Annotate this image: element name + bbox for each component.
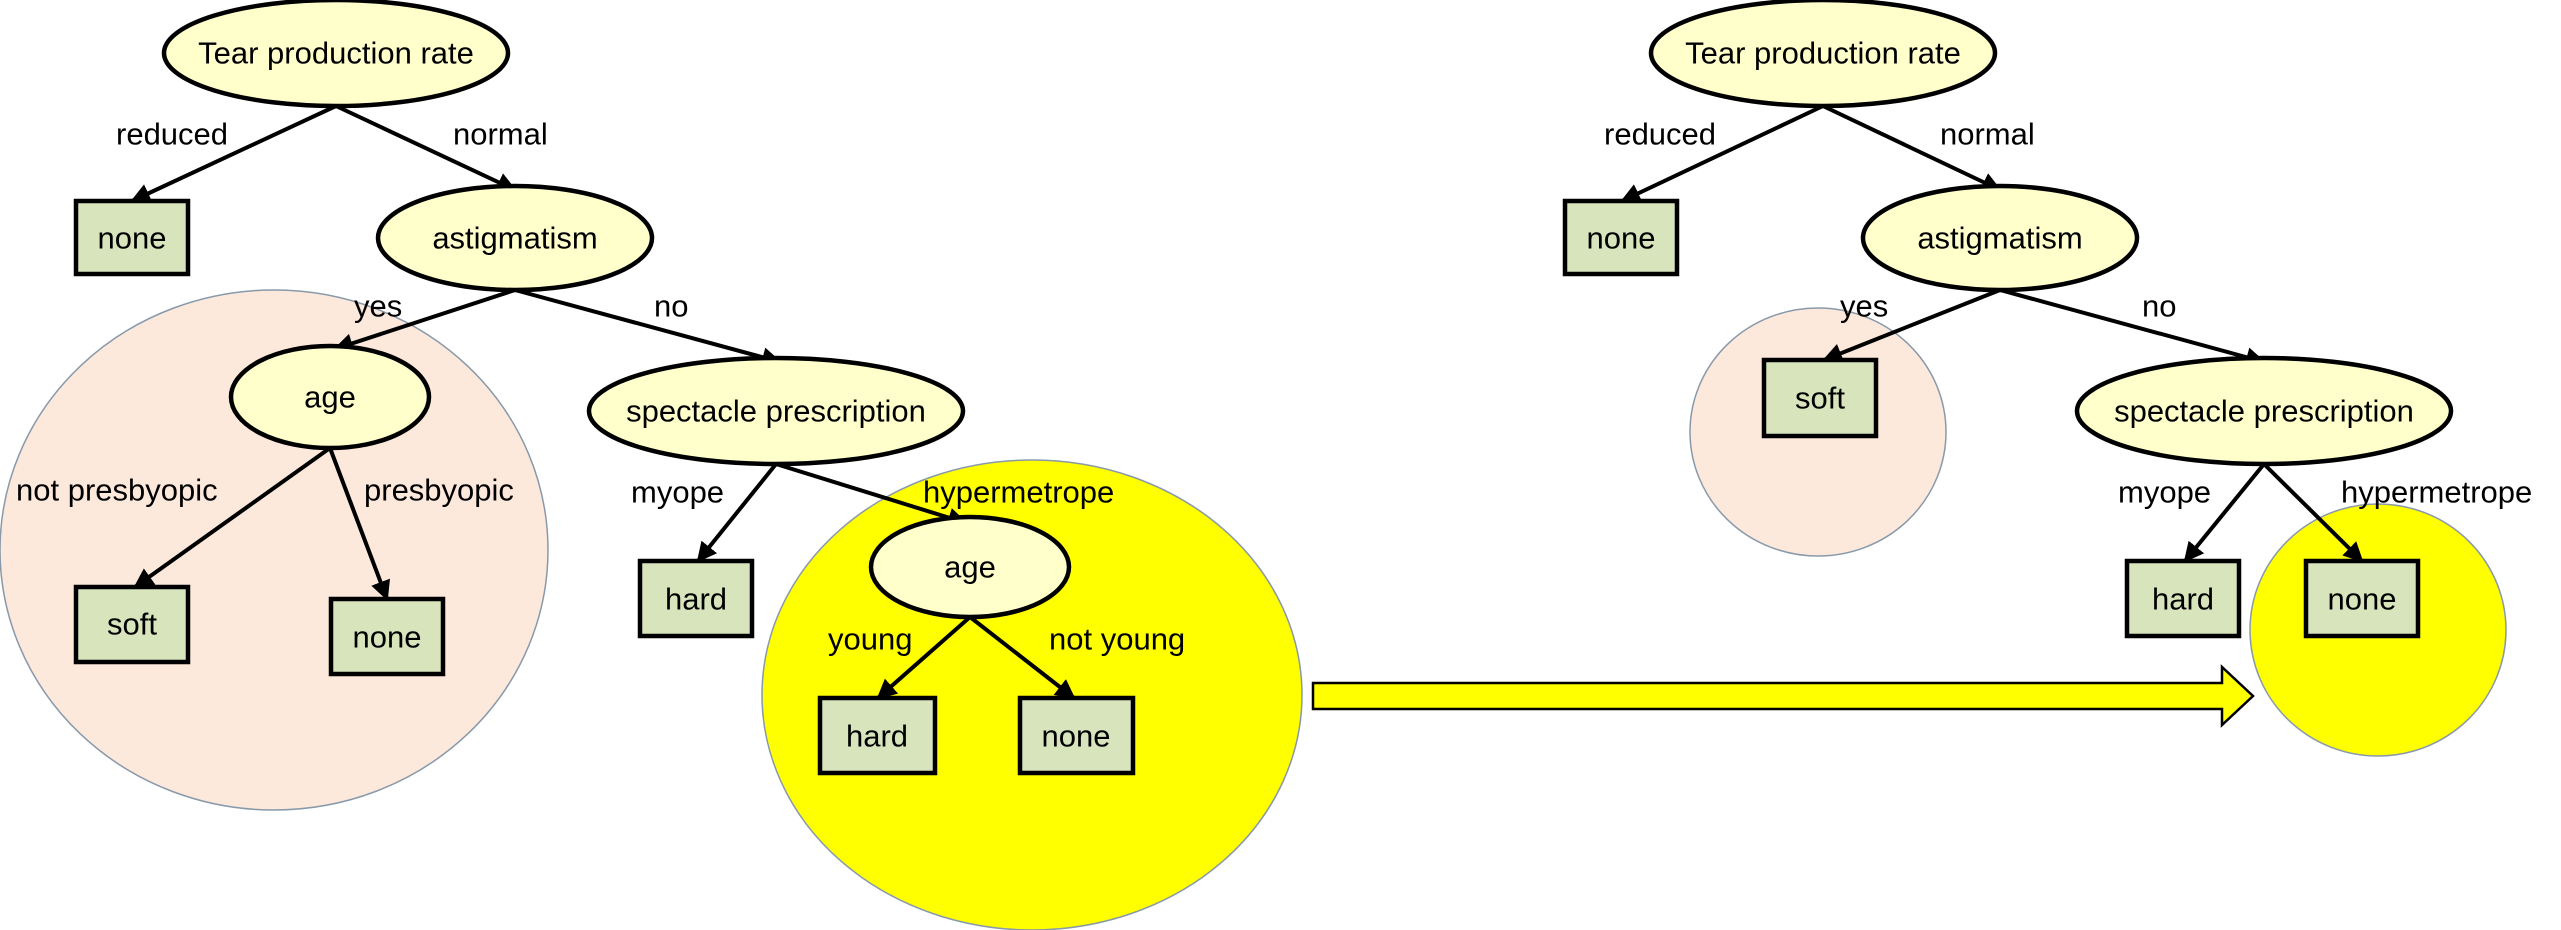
- edge-root-normal: [335, 104, 517, 192]
- right-root-node: [1648, 0, 1998, 109]
- right-astigmatism-node: [1860, 183, 2140, 293]
- right-astigmatism-label: astigmatism: [1917, 221, 2082, 256]
- edge-astig-yes: [333, 288, 516, 353]
- right-spectacle-node: [2074, 355, 2454, 467]
- edge-r-astig-yes: [1822, 288, 2001, 363]
- edge-root-reduced: [130, 104, 337, 203]
- edge-r-root-reduced: [1620, 104, 1824, 203]
- edge-r-root-normal: [1822, 104, 2002, 192]
- left-age-label: age: [304, 380, 356, 415]
- right-myope-leaf: [2124, 558, 2242, 639]
- left-reduced-edge-label: reduced: [116, 117, 228, 152]
- left-yes-edge-label: yes: [354, 289, 402, 324]
- left-not-presbyopic-edge-label: not presbyopic: [16, 473, 218, 508]
- right-tree-nodes: Tear production rate none astigmatism so…: [1562, 0, 2454, 639]
- left-normal-edge-label: normal: [453, 117, 548, 152]
- right-hypermetrope-leaf-label: none: [2328, 582, 2397, 617]
- edge-astig-no: [514, 288, 782, 367]
- right-hypermetrope-edge-label: hypermetrope: [2341, 475, 2532, 510]
- left-age-node: [228, 343, 432, 451]
- edge-spec-myope: [696, 462, 778, 563]
- left-myope-edge-label: myope: [631, 475, 724, 510]
- edge-age-presbyopic: [328, 447, 390, 601]
- right-soft-leaf-label: soft: [1795, 381, 1845, 416]
- left-myope-leaf: [637, 558, 755, 639]
- right-yes-edge-label: yes: [1840, 289, 1888, 324]
- left-presbyopic-edge-label: presbyopic: [364, 473, 514, 508]
- right-soft-leaf: [1761, 357, 1879, 439]
- right-myope-leaf-label: hard: [2152, 582, 2214, 617]
- right-tree-edge-labels: reduced normal yes no myope hypermetrope: [1604, 117, 2532, 510]
- edge-age2-young: [876, 615, 972, 700]
- right-tree-edges: [1620, 104, 2364, 563]
- left-age2-node: [868, 514, 1072, 620]
- left-presbyopic-leaf: [328, 596, 446, 677]
- right-normal-edge-label: normal: [1940, 117, 2035, 152]
- left-not-young-leaf: [1017, 695, 1136, 776]
- left-tree-edge-labels: reduced normal yes no not presbyopic pre…: [16, 117, 1185, 657]
- left-reduced-leaf: [73, 198, 191, 277]
- edge-age2-not-young: [968, 615, 1076, 700]
- right-spectacle-label: spectacle prescription: [2114, 394, 2414, 429]
- left-root-node: [161, 0, 511, 109]
- left-young-leaf-label: hard: [846, 719, 908, 754]
- left-spectacle-label: spectacle prescription: [626, 394, 926, 429]
- left-tree-edges: [130, 104, 1076, 700]
- transform-arrow: [1311, 664, 2255, 728]
- right-reduced-edge-label: reduced: [1604, 117, 1716, 152]
- left-spectacle-node: [586, 355, 966, 467]
- right-root-label: Tear production rate: [1685, 36, 1961, 71]
- left-hypermetrope-edge-label: hypermetrope: [923, 475, 1114, 510]
- left-young-edge-label: young: [828, 622, 912, 657]
- left-soft-leaf-label: soft: [107, 607, 157, 642]
- left-myope-leaf-label: hard: [665, 582, 727, 617]
- right-hypermetrope-leaf: [2303, 558, 2421, 639]
- left-presbyopic-leaf-label: none: [353, 620, 422, 655]
- right-no-edge-label: no: [2142, 289, 2176, 324]
- edge-spec-hypermetrope: [775, 462, 968, 528]
- left-root-label: Tear production rate: [198, 36, 474, 71]
- edge-r-astig-no: [1999, 288, 2266, 367]
- right-reduced-leaf: [1562, 198, 1680, 277]
- left-reduced-leaf-label: none: [98, 221, 167, 256]
- left-age2-label: age: [944, 550, 996, 585]
- left-no-edge-label: no: [654, 289, 688, 324]
- right-myope-edge-label: myope: [2118, 475, 2211, 510]
- left-young-leaf: [817, 695, 938, 776]
- edge-r-spec-myope: [2183, 462, 2266, 563]
- left-not-young-edge-label: not young: [1049, 622, 1185, 657]
- left-soft-leaf: [73, 584, 191, 665]
- edge-r-spec-hypermetrope: [2262, 462, 2364, 563]
- left-tree-nodes: Tear production rate none astigmatism ag…: [73, 0, 1136, 776]
- left-not-young-leaf-label: none: [1042, 719, 1111, 754]
- edge-age-not-presbyopic: [133, 446, 332, 589]
- left-astigmatism-label: astigmatism: [432, 221, 597, 256]
- right-reduced-leaf-label: none: [1587, 221, 1656, 256]
- left-astigmatism-node: [375, 183, 655, 293]
